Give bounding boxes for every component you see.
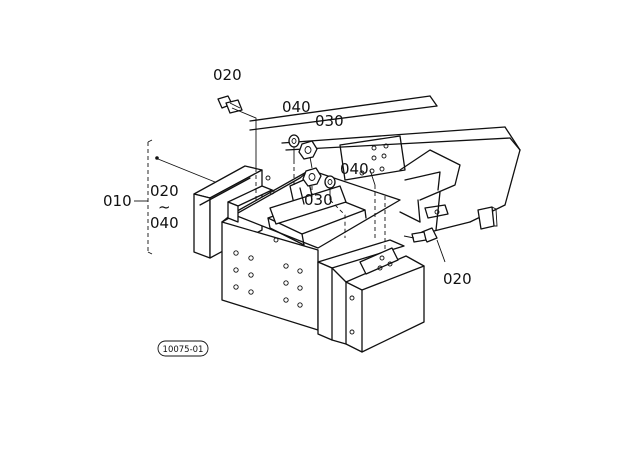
label-group-020: 020 xyxy=(150,182,179,200)
label-020-right: 020 xyxy=(443,270,472,288)
label-020-top: 020 xyxy=(213,66,242,84)
nut-040-top xyxy=(288,134,300,148)
bolt-020-right xyxy=(403,227,438,243)
label-030-top: 030 xyxy=(315,112,344,130)
bolt-020-top xyxy=(217,95,243,114)
nut-030-top xyxy=(298,140,318,160)
label-030-mid: 030 xyxy=(304,191,333,209)
figure-code: 10075-01 xyxy=(163,345,204,355)
leader-lines xyxy=(134,107,446,263)
frame-rails xyxy=(249,95,521,233)
figure-code-badge: 10075-01 xyxy=(157,340,209,357)
label-group-010: 010 xyxy=(103,192,132,210)
nut-030-mid xyxy=(302,167,322,187)
label-040-top: 040 xyxy=(282,98,311,116)
right-end-cap xyxy=(317,239,425,353)
label-group-tilde: ~ xyxy=(158,198,171,216)
nut-040-mid xyxy=(324,175,336,189)
label-040-mid: 040 xyxy=(340,160,369,178)
label-group-040: 040 xyxy=(150,214,179,232)
